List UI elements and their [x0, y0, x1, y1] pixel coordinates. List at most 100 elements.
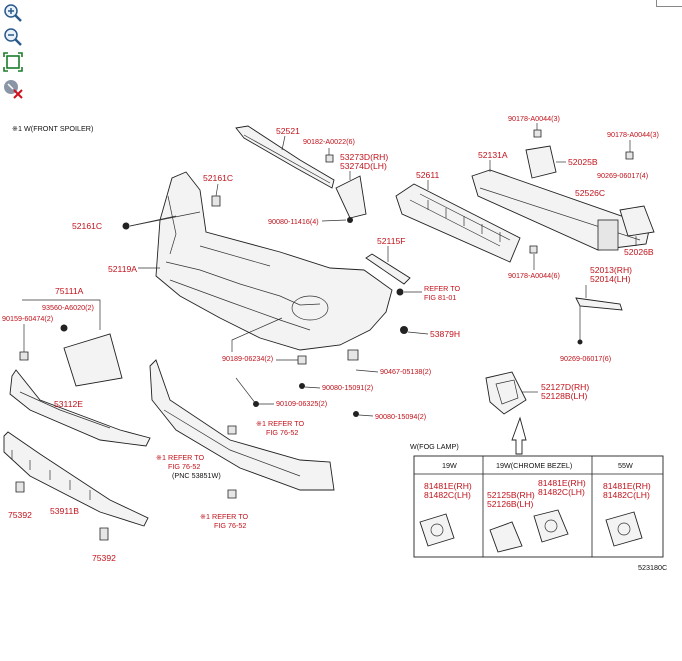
retainer-52161c-left — [122, 222, 130, 230]
clip-75392-a — [15, 481, 25, 493]
fog-col-19w: 19W — [442, 461, 457, 470]
part-52013-label[interactable]: 52013(RH) — [590, 265, 632, 275]
part-52131a-label[interactable]: 52131A — [478, 150, 508, 160]
part-53911b-label[interactable]: 53911B — [50, 506, 79, 516]
refer-81-line2[interactable]: FIG 81-01 — [424, 293, 456, 302]
nut-93560 — [60, 324, 68, 332]
part-52115f-label[interactable]: 52115F — [377, 236, 406, 246]
lower-skid-53911b — [3, 431, 149, 527]
part-53274d-label[interactable]: 53274D(LH) — [340, 161, 387, 171]
refer-81-line1[interactable]: REFER TO — [424, 284, 460, 293]
part-90080-15091-label[interactable]: 90080-15091(2) — [322, 383, 373, 392]
zoom-in-icon[interactable] — [2, 2, 24, 24]
part-90269-4-label[interactable]: 90269-06017(4) — [597, 171, 648, 180]
fog-lamp-title: W(FOG LAMP) — [410, 442, 459, 451]
fog-lamp-55w — [605, 511, 643, 547]
screw-90080-11416 — [347, 217, 353, 223]
part-52521-label[interactable]: 52521 — [276, 126, 300, 136]
part-93560-label[interactable]: 93560-A6020(2) — [42, 303, 94, 312]
arrow-icon — [511, 416, 527, 455]
clip-75392-b — [99, 527, 109, 541]
part-52119a-label[interactable]: 52119A — [108, 264, 137, 274]
part-52526c-label[interactable]: 52526C — [575, 188, 605, 198]
refer-7652-c-line2[interactable]: FIG 76-52 — [214, 521, 246, 530]
part-90159-label[interactable]: 90159-60474(2) — [2, 314, 53, 323]
part-90080-15094-label[interactable]: 90080-15094(2) — [375, 412, 426, 421]
bracket-52025b — [525, 145, 557, 179]
refer-7652-a-line1[interactable]: ※1 REFER TO — [256, 419, 305, 428]
lower-grille-53112e — [9, 369, 151, 447]
part-52161c-left-label[interactable]: 52161C — [72, 221, 102, 231]
fog-lamp-table: W(FOG LAMP) 19W 19W(CHROME BEZEL) 55W 81… — [410, 442, 664, 558]
part-52025b-label[interactable]: 52025B — [568, 157, 598, 167]
nut-90178-top — [533, 129, 542, 138]
nut-90178-6 — [529, 245, 538, 254]
part-53112e-label[interactable]: 53112E — [54, 399, 83, 409]
part-90467-label[interactable]: 90467-05138(2) — [380, 367, 431, 376]
viewer-toolbar — [0, 0, 28, 110]
fog-lamp-19w — [419, 513, 455, 547]
part-90182-label[interactable]: 90182-A0022(6) — [303, 137, 355, 146]
zoom-out-icon[interactable] — [2, 26, 24, 48]
fog-col3-lh[interactable]: 81482C(LH) — [603, 490, 650, 500]
part-52014-label[interactable]: 52014(LH) — [590, 274, 631, 284]
fog-col2-lh-a[interactable]: 52126B(LH) — [487, 499, 533, 509]
front-spoiler-part — [149, 359, 335, 491]
part-75111a-label[interactable]: 75111A — [55, 286, 84, 296]
part-52026b-label[interactable]: 52026B — [624, 247, 654, 257]
part-52161c-top-label[interactable]: 52161C — [203, 173, 233, 183]
part-90178-6-label[interactable]: 90178-A0044(6) — [508, 271, 560, 280]
bracket-52115f — [365, 253, 411, 285]
refer-7652-a-line2[interactable]: FIG 76-52 — [266, 428, 298, 437]
nut-90178-right — [625, 151, 634, 160]
part-52127d-label[interactable]: 52127D(RH) — [541, 382, 589, 392]
refer-7652-b-line1[interactable]: ※1 REFER TO — [156, 453, 205, 462]
part-75392-a-label[interactable]: 75392 — [8, 510, 32, 520]
bracket-53273 — [335, 175, 367, 219]
part-90189-label[interactable]: 90189-06234(2) — [222, 354, 273, 363]
part-53273d-label[interactable]: 53273D(RH) — [340, 152, 388, 162]
part-90109-label[interactable]: 90109-06325(2) — [276, 399, 327, 408]
fog-col1-lh[interactable]: 81482C(LH) — [424, 490, 471, 500]
fit-screen-icon[interactable] — [2, 51, 24, 73]
fog-col2-lh-b[interactable]: 81482C(LH) — [538, 487, 585, 497]
bracket-52013 — [575, 297, 623, 311]
fog-col-19w-chrome: 19W(CHROME BEZEL) — [496, 461, 572, 470]
clip-refer-81 — [396, 288, 404, 296]
screw-90080-15091 — [299, 383, 305, 389]
part-52611-label[interactable]: 52611 — [416, 170, 439, 180]
fog-col3-rh[interactable]: 81481E(RH) — [603, 481, 651, 491]
part-53879h-label[interactable]: 53879H — [430, 329, 460, 339]
clip-spoiler-b — [227, 489, 237, 499]
window-corner — [656, 0, 682, 7]
figure-code: 523180C — [638, 563, 667, 572]
nut-90159 — [19, 351, 29, 361]
part-90178-top-label[interactable]: 90178-A0044(3) — [508, 114, 560, 123]
part-75392-b-label[interactable]: 75392 — [92, 553, 116, 563]
fog-bezel-chrome — [489, 521, 523, 553]
fog-cover-52127d — [485, 371, 527, 415]
part-90178-right-label[interactable]: 90178-A0044(3) — [607, 130, 659, 139]
reset-highlight-icon[interactable] — [2, 78, 24, 100]
fog-lamp-19w-chrome — [533, 509, 569, 543]
part-90269-6-label[interactable]: 90269-06017(6) — [560, 354, 611, 363]
refer-7652-c-line1[interactable]: ※1 REFER TO — [200, 512, 249, 521]
fog-col1-rh[interactable]: 81481E(RH) — [424, 481, 472, 491]
clip-spoiler-a — [227, 425, 237, 435]
bracket-52026b — [619, 205, 655, 237]
screw-90109 — [253, 401, 259, 407]
bumper-reinforcement-part — [471, 169, 651, 251]
clip-90189 — [297, 355, 307, 365]
front-spoiler-note: ※1 W(FRONT SPOILER) — [12, 124, 93, 133]
part-52128b-label[interactable]: 52128B(LH) — [541, 391, 587, 401]
fog-col2-rh-b[interactable]: 81481E(RH) — [538, 478, 586, 488]
fog-col2-rh-a[interactable]: 52125B(RH) — [487, 490, 535, 500]
emblem-bracket-75111a — [63, 333, 123, 387]
clip-53879h — [400, 326, 408, 334]
screw-90080-15094 — [353, 411, 359, 417]
energy-absorber-part — [395, 183, 521, 263]
retainer-52161c-top — [211, 195, 221, 207]
part-90080-11416-label[interactable]: 90080-11416(4) — [268, 217, 319, 226]
refer-7652-b-line2[interactable]: FIG 76-52 — [168, 462, 200, 471]
